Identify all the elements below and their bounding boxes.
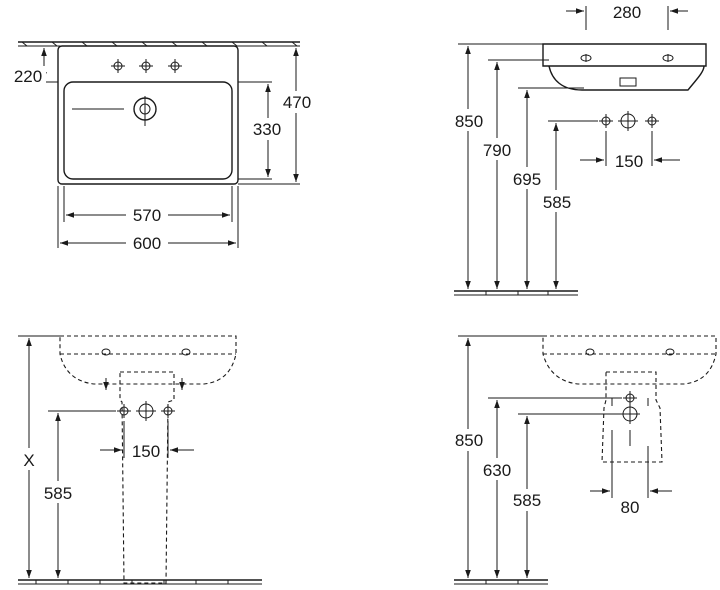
arrow-down-icon — [103, 378, 185, 390]
label-585-pedestal: 585 — [513, 491, 541, 510]
dim-220: 220 — [12, 45, 58, 86]
label-850-side: 850 — [455, 112, 483, 131]
dim-x: X — [18, 335, 60, 578]
label-585-front: 585 — [44, 484, 72, 503]
label-150-side: 150 — [615, 152, 643, 171]
dim-850-side: 850 — [449, 43, 543, 289]
label-695: 695 — [513, 170, 541, 189]
dim-585-side: 585 — [537, 120, 598, 289]
label-150-front: 150 — [132, 442, 160, 461]
basin-front-dashed-2 — [542, 335, 717, 385]
supply-connections-pedestal — [611, 391, 649, 446]
dim-470: 470 — [238, 48, 317, 185]
dim-850-front: 850 — [449, 335, 543, 578]
basin-side — [542, 43, 707, 91]
top-view: 220 330 470 570 — [12, 41, 317, 254]
floor-line-pedestal — [454, 579, 548, 585]
label-470: 470 — [283, 93, 311, 112]
label-790: 790 — [483, 141, 511, 160]
supply-connections — [599, 111, 659, 131]
supply-connections-front — [117, 401, 175, 421]
dim-80: 80 — [590, 446, 672, 518]
label-280: 280 — [613, 3, 641, 22]
dim-150-front: 150 — [100, 421, 194, 462]
dim-585-front: 585 — [38, 410, 116, 578]
front-view-pedestal: 850 630 585 80 — [449, 335, 717, 585]
side-view: 280 850 790 — [449, 0, 707, 296]
floor-line — [454, 290, 578, 296]
pedestal-dashed-2 — [601, 371, 663, 463]
label-570: 570 — [133, 206, 161, 225]
floor-line-front — [18, 579, 262, 585]
label-850-front: 850 — [455, 431, 483, 450]
front-view-semi-pedestal: X 585 150 — [18, 335, 262, 585]
label-220: 220 — [14, 67, 42, 86]
dim-585-pedestal: 585 — [507, 413, 620, 578]
pedestal-dashed — [119, 371, 175, 584]
label-x: X — [23, 451, 34, 470]
dim-600: 600 — [57, 186, 239, 254]
label-630: 630 — [483, 461, 511, 480]
basin-outline — [57, 45, 239, 185]
label-585-side: 585 — [543, 193, 571, 212]
basin-front-dashed — [59, 335, 237, 385]
bowl-outline — [63, 81, 233, 180]
dim-570: 570 — [63, 186, 233, 226]
dim-150-side: 150 — [580, 131, 680, 172]
dim-330: 330 — [238, 81, 286, 180]
dim-695: 695 — [507, 87, 584, 289]
tap-holes — [111, 59, 182, 73]
label-80: 80 — [621, 498, 640, 517]
label-600: 600 — [133, 234, 161, 253]
dim-790: 790 — [477, 59, 549, 289]
drain-icon — [72, 96, 157, 126]
label-330: 330 — [253, 120, 281, 139]
dim-630: 630 — [477, 397, 622, 578]
dim-280: 280 — [566, 0, 688, 30]
